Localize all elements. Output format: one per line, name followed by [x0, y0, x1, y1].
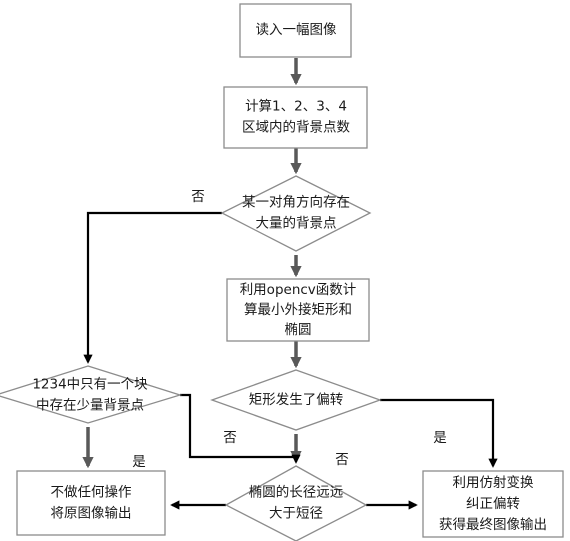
edge-label-rect-yes: 是 — [433, 430, 447, 446]
edge-label-block-yes: 是 — [132, 454, 146, 470]
node-affine-transform: 利用仿射变换纠正偏转获得最终图像输出 — [422, 470, 564, 538]
text-line: 矩形发生了偏转 — [249, 392, 344, 408]
decision-rect-tilted-label: 矩形发生了偏转 — [249, 392, 344, 408]
decision-diagonal-background-label: 某一对角方向存在大量的背景点 — [242, 195, 350, 232]
text-line: 纠正偏转 — [466, 496, 520, 512]
decision-ellipse-axis: 椭圆的长径远远大于短径 — [224, 465, 368, 541]
text-line: 读入一幅图像 — [256, 22, 337, 38]
text-line: 将原图像输出 — [51, 506, 132, 522]
text-line: 椭圆 — [285, 322, 312, 338]
edge-label-block-no: 否 — [335, 452, 349, 468]
text-line: 获得最终图像输出 — [439, 516, 547, 533]
decision-single-block: 1234中只有一个块中存在少量背景点 — [0, 365, 183, 424]
decision-rect-tilted: 矩形发生了偏转 — [210, 369, 382, 431]
node-opencv-rect-ellipse: 利用opencv函数计算最小外接矩形和椭圆 — [226, 278, 370, 342]
node-no-operation: 不做任何操作将原图像输出 — [16, 470, 166, 536]
text-line: 计算1、2、3、4 — [245, 99, 347, 115]
edge-diag-no-to-block — [83, 211, 222, 364]
edge-label-diag-no: 否 — [191, 189, 205, 205]
decision-single-block-label: 1234中只有一个块中存在少量背景点 — [32, 377, 148, 414]
text-line: 区域内的背景点数 — [242, 120, 350, 136]
node-count-background: 计算1、2、3、4 区域内的背景点数 — [223, 86, 368, 149]
text-line: 椭圆的长径远远 — [249, 485, 344, 501]
node-count-background-label: 计算1、2、3、4 区域内的背景点数 — [242, 99, 350, 136]
text-line: 算最小外接矩形和 — [244, 301, 352, 318]
text-line: 大于短径 — [269, 506, 323, 522]
decision-ellipse-axis-label: 椭圆的长径远远大于短径 — [249, 485, 344, 522]
text-line: 某一对角方向存在 — [242, 195, 350, 211]
node-affine-transform-label: 利用仿射变换纠正偏转获得最终图像输出 — [439, 475, 547, 533]
edge-rect-yes-to-affine — [380, 398, 498, 468]
edge-label-rect-no: 否 — [223, 430, 237, 446]
text-line: 利用opencv函数计 — [240, 282, 357, 298]
text-line: 利用仿射变换 — [453, 475, 534, 491]
text-line: 中存在少量背景点 — [36, 398, 144, 414]
text-line: 不做任何操作 — [51, 485, 132, 501]
text-line: 大量的背景点 — [256, 216, 337, 232]
edge-block-no-to-ellipse — [180, 393, 301, 464]
edges — [82, 58, 498, 510]
node-no-operation-label: 不做任何操作将原图像输出 — [51, 485, 132, 522]
text-line: 1234中只有一个块 — [32, 377, 148, 393]
node-read-image-label: 读入一幅图像 — [256, 22, 337, 38]
node-read-image: 读入一幅图像 — [239, 3, 352, 58]
decision-diagonal-background: 某一对角方向存在大量的背景点 — [220, 175, 372, 252]
node-opencv-rect-ellipse-label: 利用opencv函数计算最小外接矩形和椭圆 — [240, 282, 357, 338]
